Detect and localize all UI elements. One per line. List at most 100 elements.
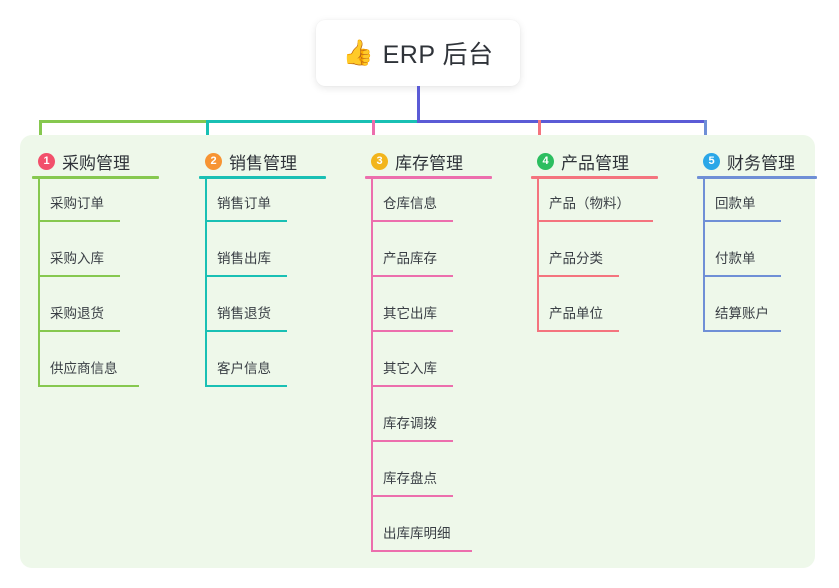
column-connector-drop <box>39 120 42 148</box>
list-item-label: 付款单 <box>715 251 756 266</box>
column-trunk-line <box>371 179 373 552</box>
list-item[interactable]: 销售出库 <box>187 234 357 289</box>
column-number-badge: 5 <box>703 152 720 170</box>
column-trunk-line <box>537 179 539 332</box>
column-trunk-line <box>205 179 207 387</box>
list-item[interactable]: 采购入库 <box>20 234 190 289</box>
column-number-badge: 3 <box>371 152 388 170</box>
connector-bus-segment <box>206 120 420 123</box>
list-item[interactable]: 客户信息 <box>187 344 357 399</box>
list-item-label: 产品（物料） <box>549 196 630 211</box>
column-header-rule <box>697 176 817 179</box>
list-item-label: 采购退货 <box>50 306 104 321</box>
list-item[interactable]: 产品库存 <box>353 234 528 289</box>
branch-column-2: 2 销售管理销售订单销售出库销售退货客户信息 <box>187 146 357 399</box>
list-item-label: 其它出库 <box>383 306 437 321</box>
list-item-label: 回款单 <box>715 196 756 211</box>
list-item[interactable]: 销售退货 <box>187 289 357 344</box>
column-header-rule <box>531 176 658 179</box>
column-title: 库存管理 <box>395 153 463 173</box>
list-item-rule <box>371 220 453 222</box>
list-item-rule <box>371 550 472 552</box>
list-item[interactable]: 结算账户 <box>685 289 839 344</box>
column-item-list: 产品（物料） 产品分类产品单位 <box>519 179 694 344</box>
list-item-label: 销售订单 <box>217 196 271 211</box>
connector-bus-segment <box>39 120 209 123</box>
column-trunk-line <box>38 179 40 387</box>
list-item-label: 产品分类 <box>549 251 603 266</box>
column-header-rule <box>365 176 492 179</box>
list-item-rule <box>703 330 781 332</box>
list-item-rule <box>537 330 619 332</box>
list-item[interactable]: 供应商信息 <box>20 344 190 399</box>
column-header-rule <box>32 176 159 179</box>
branch-column-4: 4 产品管理产品（物料） 产品分类产品单位 <box>519 146 694 344</box>
branch-column-5: 5 财务管理回款单付款单结算账户 <box>685 146 839 344</box>
column-header-4[interactable]: 4 产品管理 <box>519 146 694 176</box>
thumbs-up-icon: 👍 <box>342 38 374 67</box>
list-item-label: 其它入库 <box>383 361 437 376</box>
list-item[interactable]: 库存盘点 <box>353 454 528 509</box>
list-item-rule <box>205 330 287 332</box>
list-item[interactable]: 其它出库 <box>353 289 528 344</box>
column-title: 采购管理 <box>62 153 130 173</box>
branch-column-3: 3 库存管理仓库信息产品库存其它出库其它入库库存调拨库存盘点出库库明细 <box>353 146 528 564</box>
list-item-rule <box>371 440 453 442</box>
list-item-rule <box>703 275 781 277</box>
column-item-list: 仓库信息产品库存其它出库其它入库库存调拨库存盘点出库库明细 <box>353 179 528 564</box>
list-item-label: 销售退货 <box>217 306 271 321</box>
list-item-label: 结算账户 <box>715 306 769 321</box>
list-item[interactable]: 产品单位 <box>519 289 694 344</box>
column-header-rule <box>199 176 326 179</box>
list-item-rule <box>371 330 453 332</box>
column-item-list: 采购订单采购入库采购退货供应商信息 <box>20 179 190 399</box>
list-item-rule <box>703 220 781 222</box>
column-header-3[interactable]: 3 库存管理 <box>353 146 528 176</box>
column-connector-drop <box>704 120 707 148</box>
column-number-badge: 1 <box>38 152 55 170</box>
column-title: 财务管理 <box>727 153 795 173</box>
list-item-rule <box>38 220 120 222</box>
list-item[interactable]: 产品（物料） <box>519 179 694 234</box>
list-item-label: 客户信息 <box>217 361 271 376</box>
branch-column-1: 1 采购管理采购订单采购入库采购退货供应商信息 <box>20 146 190 399</box>
list-item-label: 出库库明细 <box>383 526 451 541</box>
column-title: 产品管理 <box>561 153 629 173</box>
list-item-label: 库存调拨 <box>383 416 437 431</box>
list-item[interactable]: 仓库信息 <box>353 179 528 234</box>
list-item-rule <box>38 385 139 387</box>
column-number-badge: 2 <box>205 152 222 170</box>
column-connector-drop <box>206 120 209 148</box>
column-trunk-line <box>703 179 705 332</box>
list-item[interactable]: 采购订单 <box>20 179 190 234</box>
list-item-rule <box>38 275 120 277</box>
list-item[interactable]: 其它入库 <box>353 344 528 399</box>
list-item-label: 产品库存 <box>383 251 437 266</box>
list-item-rule <box>205 275 287 277</box>
list-item[interactable]: 销售订单 <box>187 179 357 234</box>
column-item-list: 回款单付款单结算账户 <box>685 179 839 344</box>
list-item-label: 销售出库 <box>217 251 271 266</box>
list-item[interactable]: 采购退货 <box>20 289 190 344</box>
root-node-card[interactable]: 👍 ERP 后台 <box>316 20 520 86</box>
list-item-rule <box>205 220 287 222</box>
list-item[interactable]: 付款单 <box>685 234 839 289</box>
connector-bus-segment <box>417 120 707 123</box>
column-number-badge: 4 <box>537 152 554 170</box>
list-item-label: 采购入库 <box>50 251 104 266</box>
column-connector-drop <box>372 120 375 148</box>
list-item[interactable]: 产品分类 <box>519 234 694 289</box>
list-item-label: 采购订单 <box>50 196 104 211</box>
root-connector-stem <box>417 86 420 123</box>
list-item[interactable]: 回款单 <box>685 179 839 234</box>
column-header-2[interactable]: 2 销售管理 <box>187 146 357 176</box>
column-header-5[interactable]: 5 财务管理 <box>685 146 839 176</box>
list-item[interactable]: 库存调拨 <box>353 399 528 454</box>
list-item-rule <box>371 275 453 277</box>
column-title: 销售管理 <box>229 153 297 173</box>
column-header-1[interactable]: 1 采购管理 <box>20 146 190 176</box>
list-item-label: 仓库信息 <box>383 196 437 211</box>
list-item-rule <box>38 330 120 332</box>
list-item[interactable]: 出库库明细 <box>353 509 528 564</box>
